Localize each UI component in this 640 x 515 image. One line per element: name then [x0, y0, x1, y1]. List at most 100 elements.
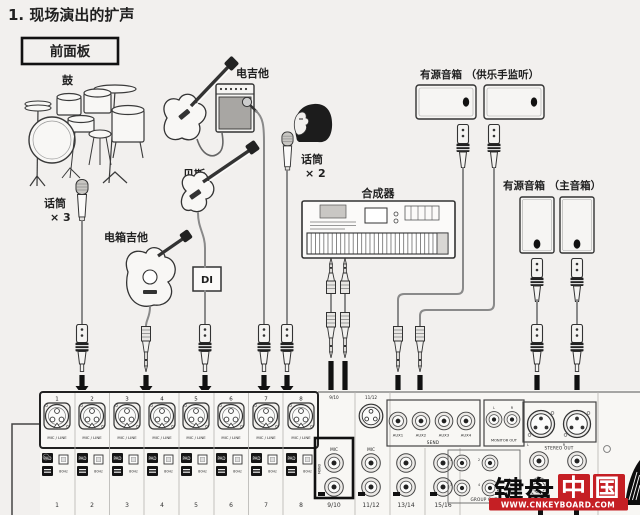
watermark-red-square-2 [593, 474, 625, 503]
group-out-section: 1 2 3 4 GROUP OUT [447, 449, 521, 504]
send-section: AUX1 AUX2 AUX3 AUX4 SEND [386, 399, 481, 447]
send-box [386, 399, 481, 447]
mixer-channel-strip-1: 1 1 [42, 397, 71, 509]
aux3-jack [434, 411, 454, 431]
acoustic-guitar-cable [145, 306, 151, 327]
monitor-speaker-left [415, 84, 477, 120]
ch1112-mic-label: MIC [367, 447, 375, 452]
bass-headstock [245, 140, 260, 155]
stereo-out-jack-l [529, 451, 549, 471]
channel-number: 7 [264, 397, 268, 403]
aux2-label: AUX2 [416, 433, 427, 438]
electric-guitar-group: 电吉他 [163, 56, 269, 157]
channel-number: 4 [160, 397, 164, 403]
aux2-jack [411, 411, 431, 431]
watermark: 键盘 中国 WWW.CNKEYBOARD.COM [489, 460, 640, 515]
guitar-to-amp-cable [196, 132, 224, 157]
ch910-bottom-label: 9/10 [327, 502, 341, 509]
stereo-out-box [522, 401, 597, 443]
synthesizer-group: 合成器 [301, 186, 456, 259]
mixer-channel-strip-4: 4 4 [147, 397, 176, 509]
mixer-channel-strip-7: 7 7 [251, 397, 280, 509]
group-out-jack-1 [453, 454, 471, 472]
mixer-channel-strip-2: 2 2 [77, 397, 106, 509]
electric-guitar-headstock [224, 56, 239, 71]
channel-number-bottom: 3 [125, 502, 129, 509]
combo-jack-3 [113, 402, 141, 441]
ch910-highlight-box [313, 436, 355, 500]
stereo-channel-1516: 15/16 [430, 453, 453, 509]
combo-jack-7 [252, 402, 280, 441]
main-speakers-group: 有源音箱 （主音箱） [503, 179, 601, 302]
channel-number-bottom: 2 [90, 502, 94, 509]
group3-number: 3 [450, 483, 452, 487]
channel-number: 8 [299, 397, 303, 403]
acoustic-guitar-group: 电箱吉他 [104, 229, 193, 307]
bass-group: 贝斯 DI [180, 140, 260, 292]
monitor-out-l: L [493, 406, 495, 410]
channel-number: 5 [194, 397, 198, 403]
drum-kit-illustration: 鼓 [24, 73, 145, 187]
acoustic-neck [157, 236, 185, 258]
main-speaker-right [559, 196, 595, 254]
mixer-panel: 1 1 2 2 3 3 4 4 5 5 [11, 390, 640, 515]
aux3-label: AUX3 [439, 433, 450, 438]
ch910-mic-label: MIC [330, 447, 338, 452]
combo-jack-8 [287, 402, 315, 441]
group-out-label: GROUP OUT [470, 497, 497, 502]
ch910-top-label: 9/10 [329, 395, 339, 400]
electric-guitar-label: 电吉他 [236, 66, 269, 80]
monitor-out-jack-l [485, 411, 503, 428]
stereo-out-r: R [563, 443, 566, 447]
send-label: SEND [427, 440, 439, 445]
acoustic-sound-hole [142, 269, 158, 285]
stereo-channel-1112: 11/12 MIC 11/12 [358, 395, 384, 509]
electric-guitar-neck [189, 64, 231, 108]
watermark-piano-swoosh [625, 460, 640, 505]
ch1314-bottom-label: 13/14 [397, 502, 414, 509]
header: 1. 现场演出的扩声 前面板 [8, 6, 134, 66]
panel-screw-right [603, 445, 611, 453]
vocalist-group: 话筒 × 2 [281, 103, 333, 180]
ch1516-jack-1 [433, 453, 453, 473]
ch1516-bottom-label: 15/16 [434, 502, 451, 509]
watermark-url: WWW.CNKEYBOARD.COM [501, 501, 615, 510]
synthesizer-keys [306, 232, 449, 255]
channel-number-bottom: 5 [194, 502, 198, 509]
group-out-box [447, 449, 521, 504]
channel-number-bottom: 7 [264, 502, 268, 509]
combo-jack-2 [78, 402, 106, 441]
front-panel-badge-box [20, 36, 120, 66]
group-out-jack-3 [453, 479, 471, 497]
monitor-out-box [483, 399, 525, 447]
ch1112-mic-xlr [358, 403, 384, 429]
aux1-label: AUX1 [393, 433, 404, 438]
ch1112-jack-1 [361, 453, 381, 473]
channel-number: 6 [229, 397, 233, 403]
stereo-out-jack-r [567, 451, 587, 471]
stereo-out-section: L R STEREO OUT [522, 401, 597, 497]
aux1-jack [388, 411, 408, 431]
stereo-out-xlr-l [526, 409, 556, 439]
monitor-left-cable [397, 167, 464, 327]
di-box-label: DI [201, 275, 213, 286]
bass-neck [202, 148, 251, 184]
channel-number: 2 [90, 397, 94, 403]
acoustic-guitar-label: 电箱吉他 [104, 230, 148, 244]
aux4-label: AUX4 [461, 433, 472, 438]
guitar-amp [215, 83, 255, 133]
stage-mic-group: 话筒 × 3 [44, 179, 89, 224]
group4-number: 4 [478, 483, 480, 487]
cables [81, 110, 578, 327]
mixer-channel-strip-3: 3 3 [112, 397, 141, 509]
drums-label: 鼓 [62, 73, 74, 87]
synthesizer-label: 合成器 [362, 186, 396, 200]
stereo-channel-1314: 13/14 [393, 453, 416, 509]
channel-number-bottom: 1 [55, 502, 59, 509]
monitor-speakers-group: 有源音箱 （供乐手监听） [415, 68, 545, 168]
stage-mic-label-2: × 3 [50, 211, 71, 224]
ch1314-jack-1 [396, 453, 416, 473]
monitor-speakers-label: 有源音箱 （供乐手监听） [420, 68, 539, 81]
